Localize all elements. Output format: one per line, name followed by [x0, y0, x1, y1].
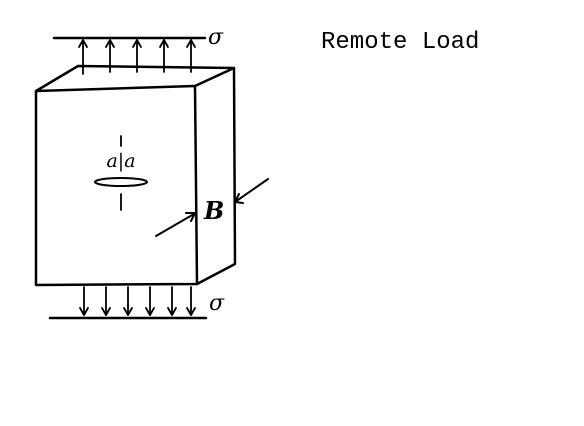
- center-crack: a|a: [94, 135, 148, 211]
- top-load-arrows: [78, 39, 196, 75]
- thickness-arrow-right: [234, 178, 269, 203]
- specimen-plate: [34, 64, 237, 287]
- plate-side-face: [195, 66, 237, 286]
- crack-ellipse: [94, 177, 148, 187]
- top-load: σ: [52, 25, 224, 75]
- thickness-arrow-left: [155, 213, 195, 237]
- plate-top-face: [34, 64, 236, 93]
- stress-label-bottom: σ: [209, 291, 225, 316]
- bottom-load-arrows: [79, 286, 196, 316]
- thickness-dimension: B: [155, 178, 269, 237]
- crack-length-label: a|a: [106, 150, 135, 172]
- bottom-load: σ: [48, 286, 225, 320]
- thickness-label: B: [203, 196, 224, 225]
- stress-label-top: σ: [208, 25, 224, 50]
- remote-load-caption: Remote Load: [321, 29, 480, 56]
